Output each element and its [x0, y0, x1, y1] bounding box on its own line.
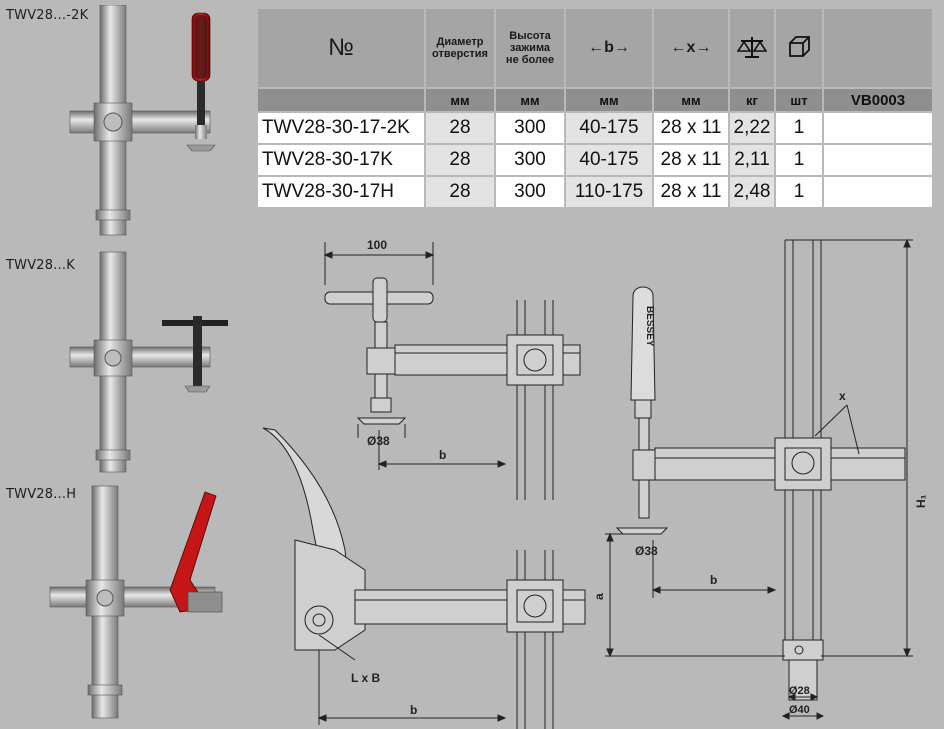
- header-quantity: [776, 9, 822, 87]
- row-b: 40-175: [566, 113, 652, 143]
- dia-28-label: Ø28: [789, 685, 810, 697]
- table-row: TWV28-30-17H 28 300 110-175 28 x 11 2,48…: [258, 177, 932, 207]
- drawing-t-handle-clamp: 100 Ø38 b: [323, 238, 581, 500]
- b-label-2: b: [410, 703, 417, 717]
- a-label: a: [592, 593, 606, 600]
- drawing-lever-clamp: L x B b: [262, 427, 586, 729]
- dim-100-label: 100: [367, 238, 387, 252]
- unit-kg: кг: [730, 89, 774, 111]
- row-x: 28 x 11: [654, 145, 728, 175]
- row-b: 110-175: [566, 177, 652, 207]
- row-x: 28 x 11: [654, 113, 728, 143]
- row-diameter: 28: [426, 177, 494, 207]
- scale-icon: [736, 36, 768, 58]
- unit-mm-4: мм: [654, 89, 728, 111]
- row-qty: 1: [776, 177, 822, 207]
- technical-drawing: 100 Ø38 b L x: [262, 238, 928, 729]
- row-diameter: 28: [426, 145, 494, 175]
- product-label-k: TWV28...K: [6, 258, 75, 273]
- row-qty: 1: [776, 113, 822, 143]
- row-qty: 1: [776, 145, 822, 175]
- row-code: TWV28-30-17K: [258, 145, 424, 175]
- row-diameter: 28: [426, 113, 494, 143]
- header-code-blank: [824, 9, 932, 87]
- dia-38-label-2: Ø38: [635, 544, 658, 558]
- row-height: 300: [496, 113, 564, 143]
- row-height: 300: [496, 145, 564, 175]
- unit-mm-1: мм: [426, 89, 494, 111]
- table-row: TWV28-30-17K 28 300 40-175 28 x 11 2,11 …: [258, 145, 932, 175]
- row-kg: 2,11: [730, 145, 774, 175]
- row-kg: 2,22: [730, 113, 774, 143]
- drawing-2k-clamp: BESSEY x H₁ a Ø38 b: [592, 238, 928, 720]
- unit-mm-3: мм: [566, 89, 652, 111]
- header-b: ←b→: [566, 9, 652, 87]
- unit-vb0003: VB0003: [824, 89, 932, 111]
- product-label-h: TWV28...H: [6, 487, 77, 502]
- box-icon: [789, 35, 810, 57]
- unit-blank: [258, 89, 424, 111]
- row-height: 300: [496, 177, 564, 207]
- product-label-2k: TWV28...-2K: [6, 8, 89, 23]
- spec-table: № Диаметр отверстия Высота зажима не бол…: [256, 7, 934, 209]
- row-kg: 2,48: [730, 177, 774, 207]
- header-hole-diameter: Диаметр отверстия: [426, 9, 494, 87]
- header-x: ←x→: [654, 9, 728, 87]
- product-photo-2k: [69, 5, 216, 236]
- row-b: 40-175: [566, 145, 652, 175]
- row-vb: [824, 177, 932, 207]
- lxb-label: L x B: [351, 671, 380, 685]
- row-vb: [824, 145, 932, 175]
- b-label-3: b: [710, 573, 717, 587]
- row-x: 28 x 11: [654, 177, 728, 207]
- product-photo-k: [69, 251, 228, 473]
- dia-40-label: Ø40: [789, 704, 810, 716]
- unit-pcs: шт: [776, 89, 822, 111]
- table-row: TWV28-30-17-2K 28 300 40-175 28 x 11 2,2…: [258, 113, 932, 143]
- b-label-1: b: [439, 448, 446, 462]
- row-vb: [824, 113, 932, 143]
- header-clamp-height: Высота зажима не более: [496, 9, 564, 87]
- x-label: x: [839, 389, 846, 403]
- unit-mm-2: мм: [496, 89, 564, 111]
- product-photo-h: [49, 485, 223, 719]
- header-number: №: [258, 9, 424, 87]
- brand-label: BESSEY: [644, 306, 655, 347]
- row-code: TWV28-30-17-2K: [258, 113, 424, 143]
- row-code: TWV28-30-17H: [258, 177, 424, 207]
- header-weight: [730, 9, 774, 87]
- h-label: H₁: [914, 494, 928, 508]
